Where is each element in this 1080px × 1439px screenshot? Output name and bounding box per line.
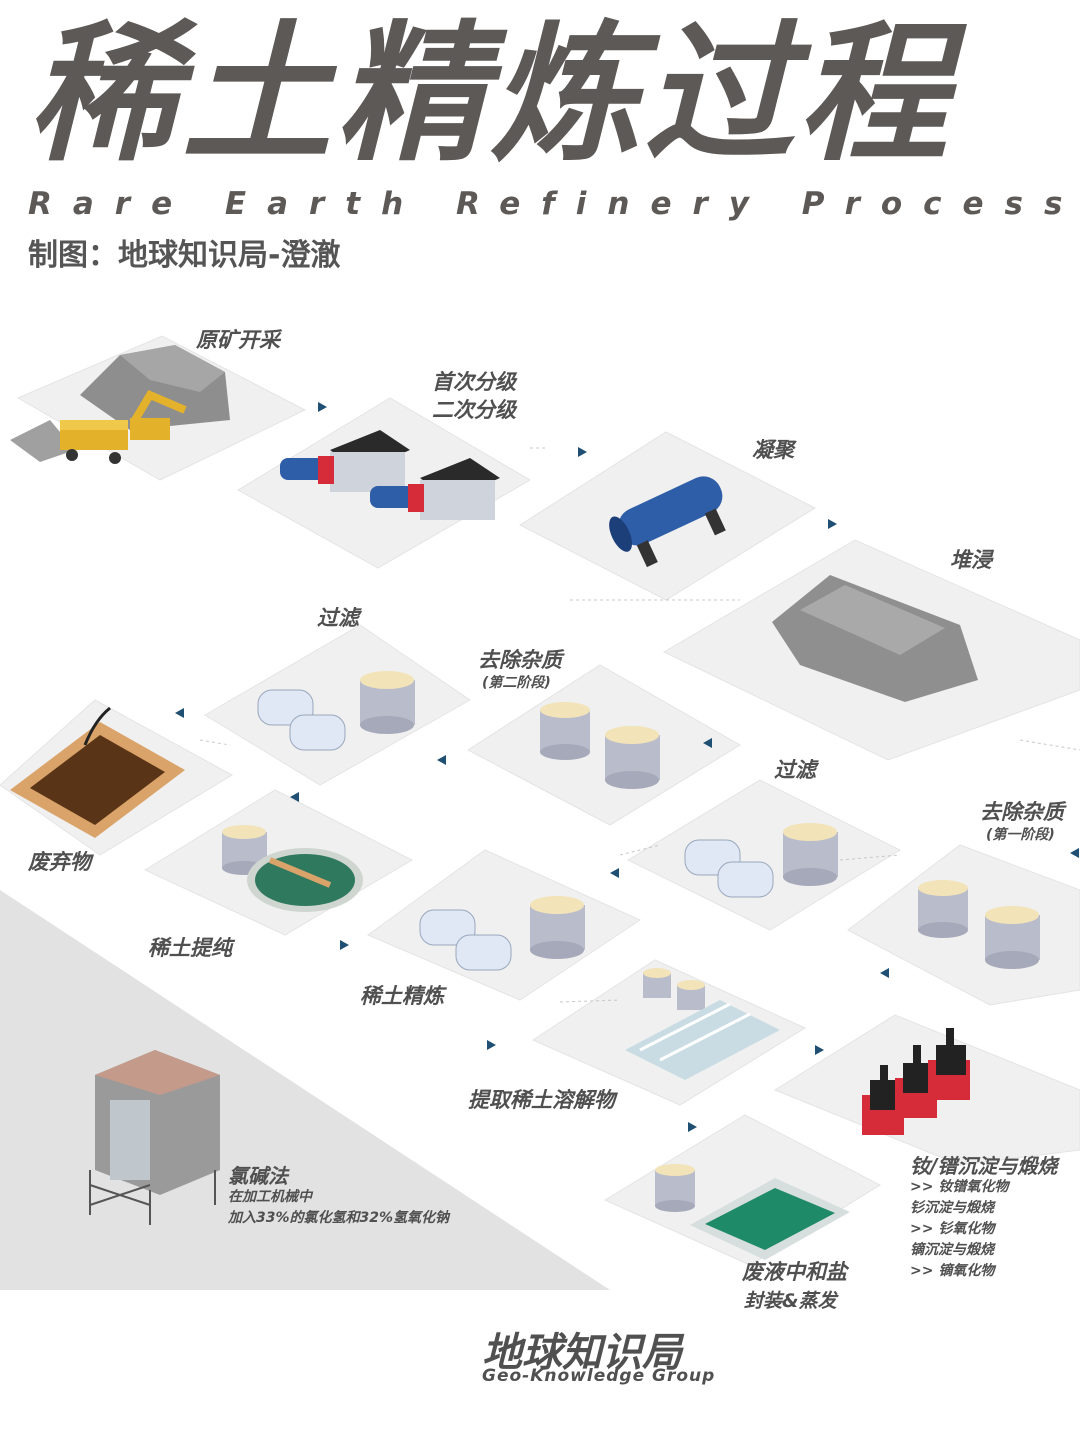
precipitation-line: 钐沉淀与煅烧: [910, 1200, 994, 1216]
arrow-filter-mid-to-refining: [610, 868, 619, 878]
label-refining: 稀土精炼: [360, 984, 444, 1008]
label-purification: 稀土提纯: [148, 936, 232, 960]
label-impurity-stage-1: 去除杂质: [980, 800, 1064, 824]
filter-presses: [257, 689, 774, 971]
arrow-impurity2-to-filter: [437, 755, 446, 765]
arrow-extraction-to-furnace: [815, 1045, 824, 1055]
mining-scene: [10, 345, 230, 464]
label-agglomeration: 凝聚: [752, 438, 794, 462]
arrow-extraction-to-waste-liquid: [688, 1122, 697, 1132]
label-waste: 废弃物: [28, 850, 91, 874]
label-grading-2: 二次分级: [432, 398, 516, 422]
settling-basins: [625, 1000, 780, 1080]
crusher-machines: [280, 430, 500, 520]
chlor-alkali-line: 在加工机械中: [228, 1189, 312, 1205]
label-heap-leaching: 堆浸: [950, 548, 992, 572]
label-impurity-stage-2: 去除杂质: [478, 648, 562, 672]
label-filter-top: 过滤: [317, 606, 359, 630]
heap-leach-pile: [772, 575, 978, 702]
label-impurity-stage-1-note: (第一阶段): [986, 827, 1055, 843]
label-waste-liquid-sub: 封装&蒸发: [744, 1290, 837, 1312]
chlor-alkali-line: 加入33%的氯化氢和32%氢氧化钠: [228, 1210, 450, 1226]
arrow-agglomeration-to-heap: [828, 519, 837, 529]
crusher-2: [370, 458, 500, 520]
label-waste-liquid: 废液中和盐: [742, 1260, 847, 1284]
page-subtitle-english: Rare Earth Refinery Process: [28, 186, 1080, 222]
chlor-alkali-building: [89, 1050, 220, 1225]
arrow-impurity1-to-filter-mid: [1070, 848, 1079, 858]
precipitation-line: 镝沉淀与煅烧: [910, 1242, 994, 1258]
arrow-filter-to-purification: [290, 792, 299, 802]
waste-pond: [10, 706, 185, 838]
label-grading-1: 首次分级: [432, 370, 516, 394]
arrow-filter-mid-to-impurity2: [703, 738, 712, 748]
evaporation-pool: [690, 1178, 850, 1260]
arrow-mining-to-grading: [318, 402, 327, 412]
chlor-alkali-title: 氯碱法: [228, 1164, 288, 1188]
precipitation-note: 钕/镨沉淀与煅烧 >> 钕镨氧化物 钐沉淀与煅烧 >> 钐氧化物 镝沉淀与煅烧 …: [910, 1156, 1057, 1282]
precipitation-line: >> 镝氧化物: [910, 1263, 995, 1279]
label-impurity-stage-2-note: (第二阶段): [482, 675, 551, 691]
arrow-impurity1-to-extraction: [880, 968, 889, 978]
footer-brand-cn: 地球知识局: [482, 1330, 682, 1376]
chlor-alkali-note: 氯碱法 在加工机械中 加入33%的氯化氢和32%氢氧化钠: [228, 1166, 449, 1229]
label-extraction: 提取稀土溶解物: [468, 1088, 615, 1112]
crusher-1: [280, 430, 410, 492]
footer-brand-en: Geo-Knowledge Group: [482, 1366, 716, 1386]
precipitation-title: 钕/镨沉淀与煅烧: [910, 1154, 1058, 1178]
page-title: 稀土精炼过程: [28, 8, 953, 182]
dashed-connectors: [199, 447, 1080, 1003]
rotary-drum: [609, 476, 726, 568]
precipitation-line: >> 钐氧化物: [910, 1221, 995, 1237]
arrow-grading-to-agglomeration: [578, 447, 587, 457]
precipitation-line: >> 钕镨氧化物: [910, 1179, 1009, 1195]
arrow-filter-to-waste: [175, 708, 184, 718]
label-filter-mid: 过滤: [774, 758, 816, 782]
clarifier: [247, 848, 363, 912]
furnaces: [862, 1028, 970, 1135]
map-credit: 制图：地球知识局-澄澈: [28, 238, 341, 273]
arrow-purification-to-refining: [340, 940, 349, 950]
label-mining: 原矿开采: [196, 328, 280, 352]
arrow-refining-to-extraction: [487, 1040, 496, 1050]
